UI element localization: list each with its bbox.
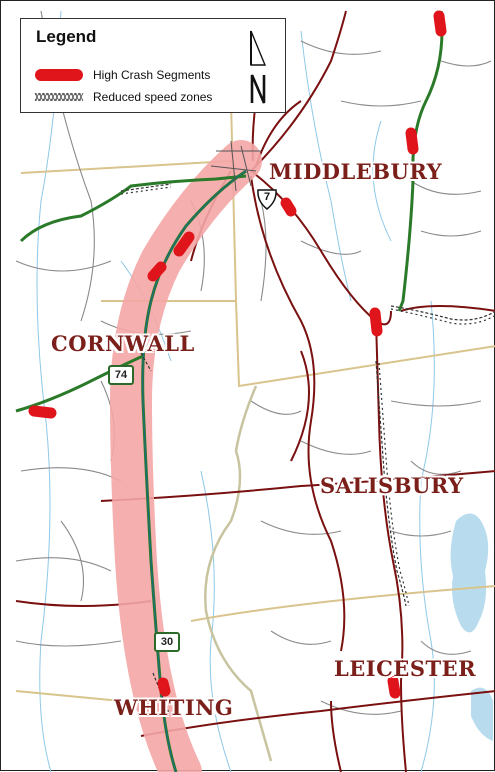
reduced-speed-zones xyxy=(120,183,495,714)
town-boundaries xyxy=(15,100,495,702)
hatched-line-icon xyxy=(34,92,84,102)
major-roads xyxy=(15,10,495,772)
middlebury-village xyxy=(210,140,261,192)
town-line xyxy=(204,385,273,762)
streams xyxy=(36,10,435,772)
us-route-7-number: 7 xyxy=(263,191,271,203)
route-30-shield: 30 xyxy=(154,632,180,652)
red-line-icon xyxy=(35,69,83,81)
route-74-shield: 74 xyxy=(108,365,134,385)
town-label-leicester: LEICESTER xyxy=(334,656,477,681)
town-label-cornwall: CORNWALL xyxy=(51,331,195,356)
town-label-middlebury: MIDDLEBURY xyxy=(269,159,443,184)
lake xyxy=(450,513,489,633)
us-route-7-shield: 7 xyxy=(255,187,279,211)
town-label-whiting: WHITING xyxy=(114,695,234,720)
legend-item-speed-zones: Reduced speed zones xyxy=(33,88,212,106)
town-label-salisbury: SALISBURY xyxy=(320,473,464,498)
legend-item-label: High Crash Segments xyxy=(93,68,211,82)
legend-item-label: Reduced speed zones xyxy=(93,90,213,104)
legend-item-high-crash: High Crash Segments xyxy=(33,66,210,84)
high-crash-segments xyxy=(28,10,447,699)
north-arrow-icon xyxy=(250,30,267,104)
study-corridor xyxy=(109,140,262,772)
lake xyxy=(471,687,493,741)
legend-title: Legend xyxy=(36,27,97,46)
legend: Legend High Crash Segments Reduced speed… xyxy=(20,18,286,113)
